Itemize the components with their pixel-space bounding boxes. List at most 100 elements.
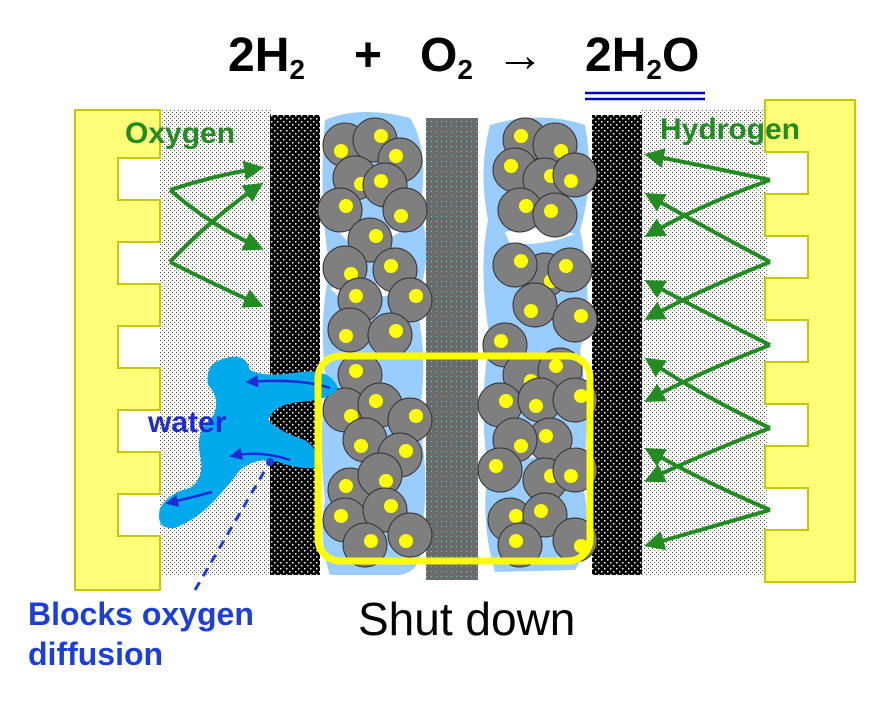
platinum-dot [499, 394, 513, 408]
platinum-dot [564, 174, 578, 188]
platinum-dot [369, 394, 383, 408]
anode-diffusion-region [640, 110, 768, 575]
platinum-dot [339, 329, 353, 343]
platinum-dot [529, 399, 543, 413]
hydrogen-label: Hydrogen [660, 113, 801, 146]
cathode-gas-diffusion-layer [270, 115, 320, 575]
hydrogen-arrows [644, 148, 771, 551]
oxygen-label: Oxygen [125, 117, 236, 150]
equation-arrow: → [496, 29, 544, 82]
platinum-dot [574, 309, 588, 323]
equation-product-water: 2H2O [585, 29, 700, 85]
carbon-particle [382, 187, 428, 233]
platinum-dot [389, 149, 403, 163]
platinum-dot [489, 459, 503, 473]
carbon-particle [367, 312, 413, 358]
hydrogen-arrow [644, 260, 771, 320]
blocks-pointer-line [193, 464, 270, 591]
platinum-dot [344, 267, 358, 281]
carbon-particle [552, 297, 598, 343]
water-arrow [165, 490, 213, 507]
hydrogen-arrow [644, 178, 771, 237]
platinum-dot [509, 534, 523, 548]
platinum-dot [374, 129, 388, 143]
platinum-dot [344, 409, 358, 423]
equation-term-hydrogen: 2H2 [228, 29, 305, 85]
platinum-dot [554, 144, 568, 158]
hydrogen-arrow [644, 280, 771, 347]
platinum-dot [409, 289, 423, 303]
water-arrows [165, 375, 331, 507]
platinum-dot [494, 334, 508, 348]
platinum-dot [564, 469, 578, 483]
catalyst-particles [317, 117, 598, 568]
platinum-dot [534, 504, 548, 518]
carbon-particle [317, 187, 363, 233]
left-bipolar-plate [74, 109, 161, 591]
platinum-dot [334, 509, 348, 523]
platinum-dot [409, 409, 423, 423]
oxygen-arrow [168, 182, 264, 264]
platinum-dot [374, 174, 388, 188]
water-label: water [148, 406, 227, 439]
platinum-dot [514, 129, 528, 143]
water-arrow [245, 375, 331, 390]
carbon-particle [552, 377, 598, 423]
hydrogen-arrow [644, 508, 771, 551]
carbon-particle [342, 522, 388, 568]
platinum-dot [349, 289, 363, 303]
platinum-dot [574, 389, 588, 403]
hydrogen-arrow [644, 426, 771, 483]
carbon-particle [327, 307, 373, 353]
platinum-dot [544, 204, 558, 218]
platinum-dot [354, 439, 368, 453]
platinum-dot [504, 159, 518, 173]
platinum-dot [339, 199, 353, 213]
platinum-dot [514, 439, 528, 453]
carbon-particle [387, 512, 433, 558]
platinum-dot [384, 259, 398, 273]
platinum-dot [549, 359, 563, 373]
platinum-dot [399, 444, 413, 458]
carbon-particle [492, 242, 538, 288]
shutdown-label: Shut down [358, 593, 576, 645]
hydrogen-arrow [644, 343, 771, 402]
platinum-dot [349, 364, 363, 378]
hydrogen-arrow [644, 148, 771, 182]
carbon-particle [512, 282, 558, 328]
platinum-dot [539, 429, 553, 443]
oxygen-arrows [168, 160, 264, 308]
carbon-particle [552, 152, 598, 198]
platinum-dot [364, 534, 378, 548]
platinum-dot [519, 199, 533, 213]
platinum-dot [399, 534, 413, 548]
platinum-dot [384, 499, 398, 513]
water-arrow [229, 447, 291, 462]
blocks-label: Blocks oxygen [28, 596, 254, 632]
carbon-particle [387, 277, 433, 323]
hydrogen-arrow [644, 448, 771, 512]
hydrogen-arrow [644, 193, 771, 264]
platinum-dot [394, 209, 408, 223]
polymer-membrane [426, 118, 478, 580]
blocks-pointer-dot [266, 458, 274, 466]
platinum-dot [559, 259, 573, 273]
right-bipolar-plate [764, 99, 856, 583]
platinum-dot [369, 229, 383, 243]
platinum-dot [509, 509, 523, 523]
platinum-dot [339, 479, 353, 493]
shutdown-highlight-box [314, 352, 594, 565]
anode-gas-diffusion-layer [592, 115, 642, 575]
oxygen-arrow [169, 160, 264, 192]
water-blob [159, 356, 338, 529]
diffusion-label: diffusion [28, 636, 164, 672]
carbon-particle [552, 447, 598, 493]
platinum-dot [389, 324, 403, 338]
equation-term-oxygen: O2 [420, 29, 473, 85]
platinum-dot [524, 304, 538, 318]
platinum-dot [514, 254, 528, 268]
oxygen-arrow [169, 260, 264, 308]
platinum-dot [334, 144, 348, 158]
platinum-dot [379, 474, 393, 488]
